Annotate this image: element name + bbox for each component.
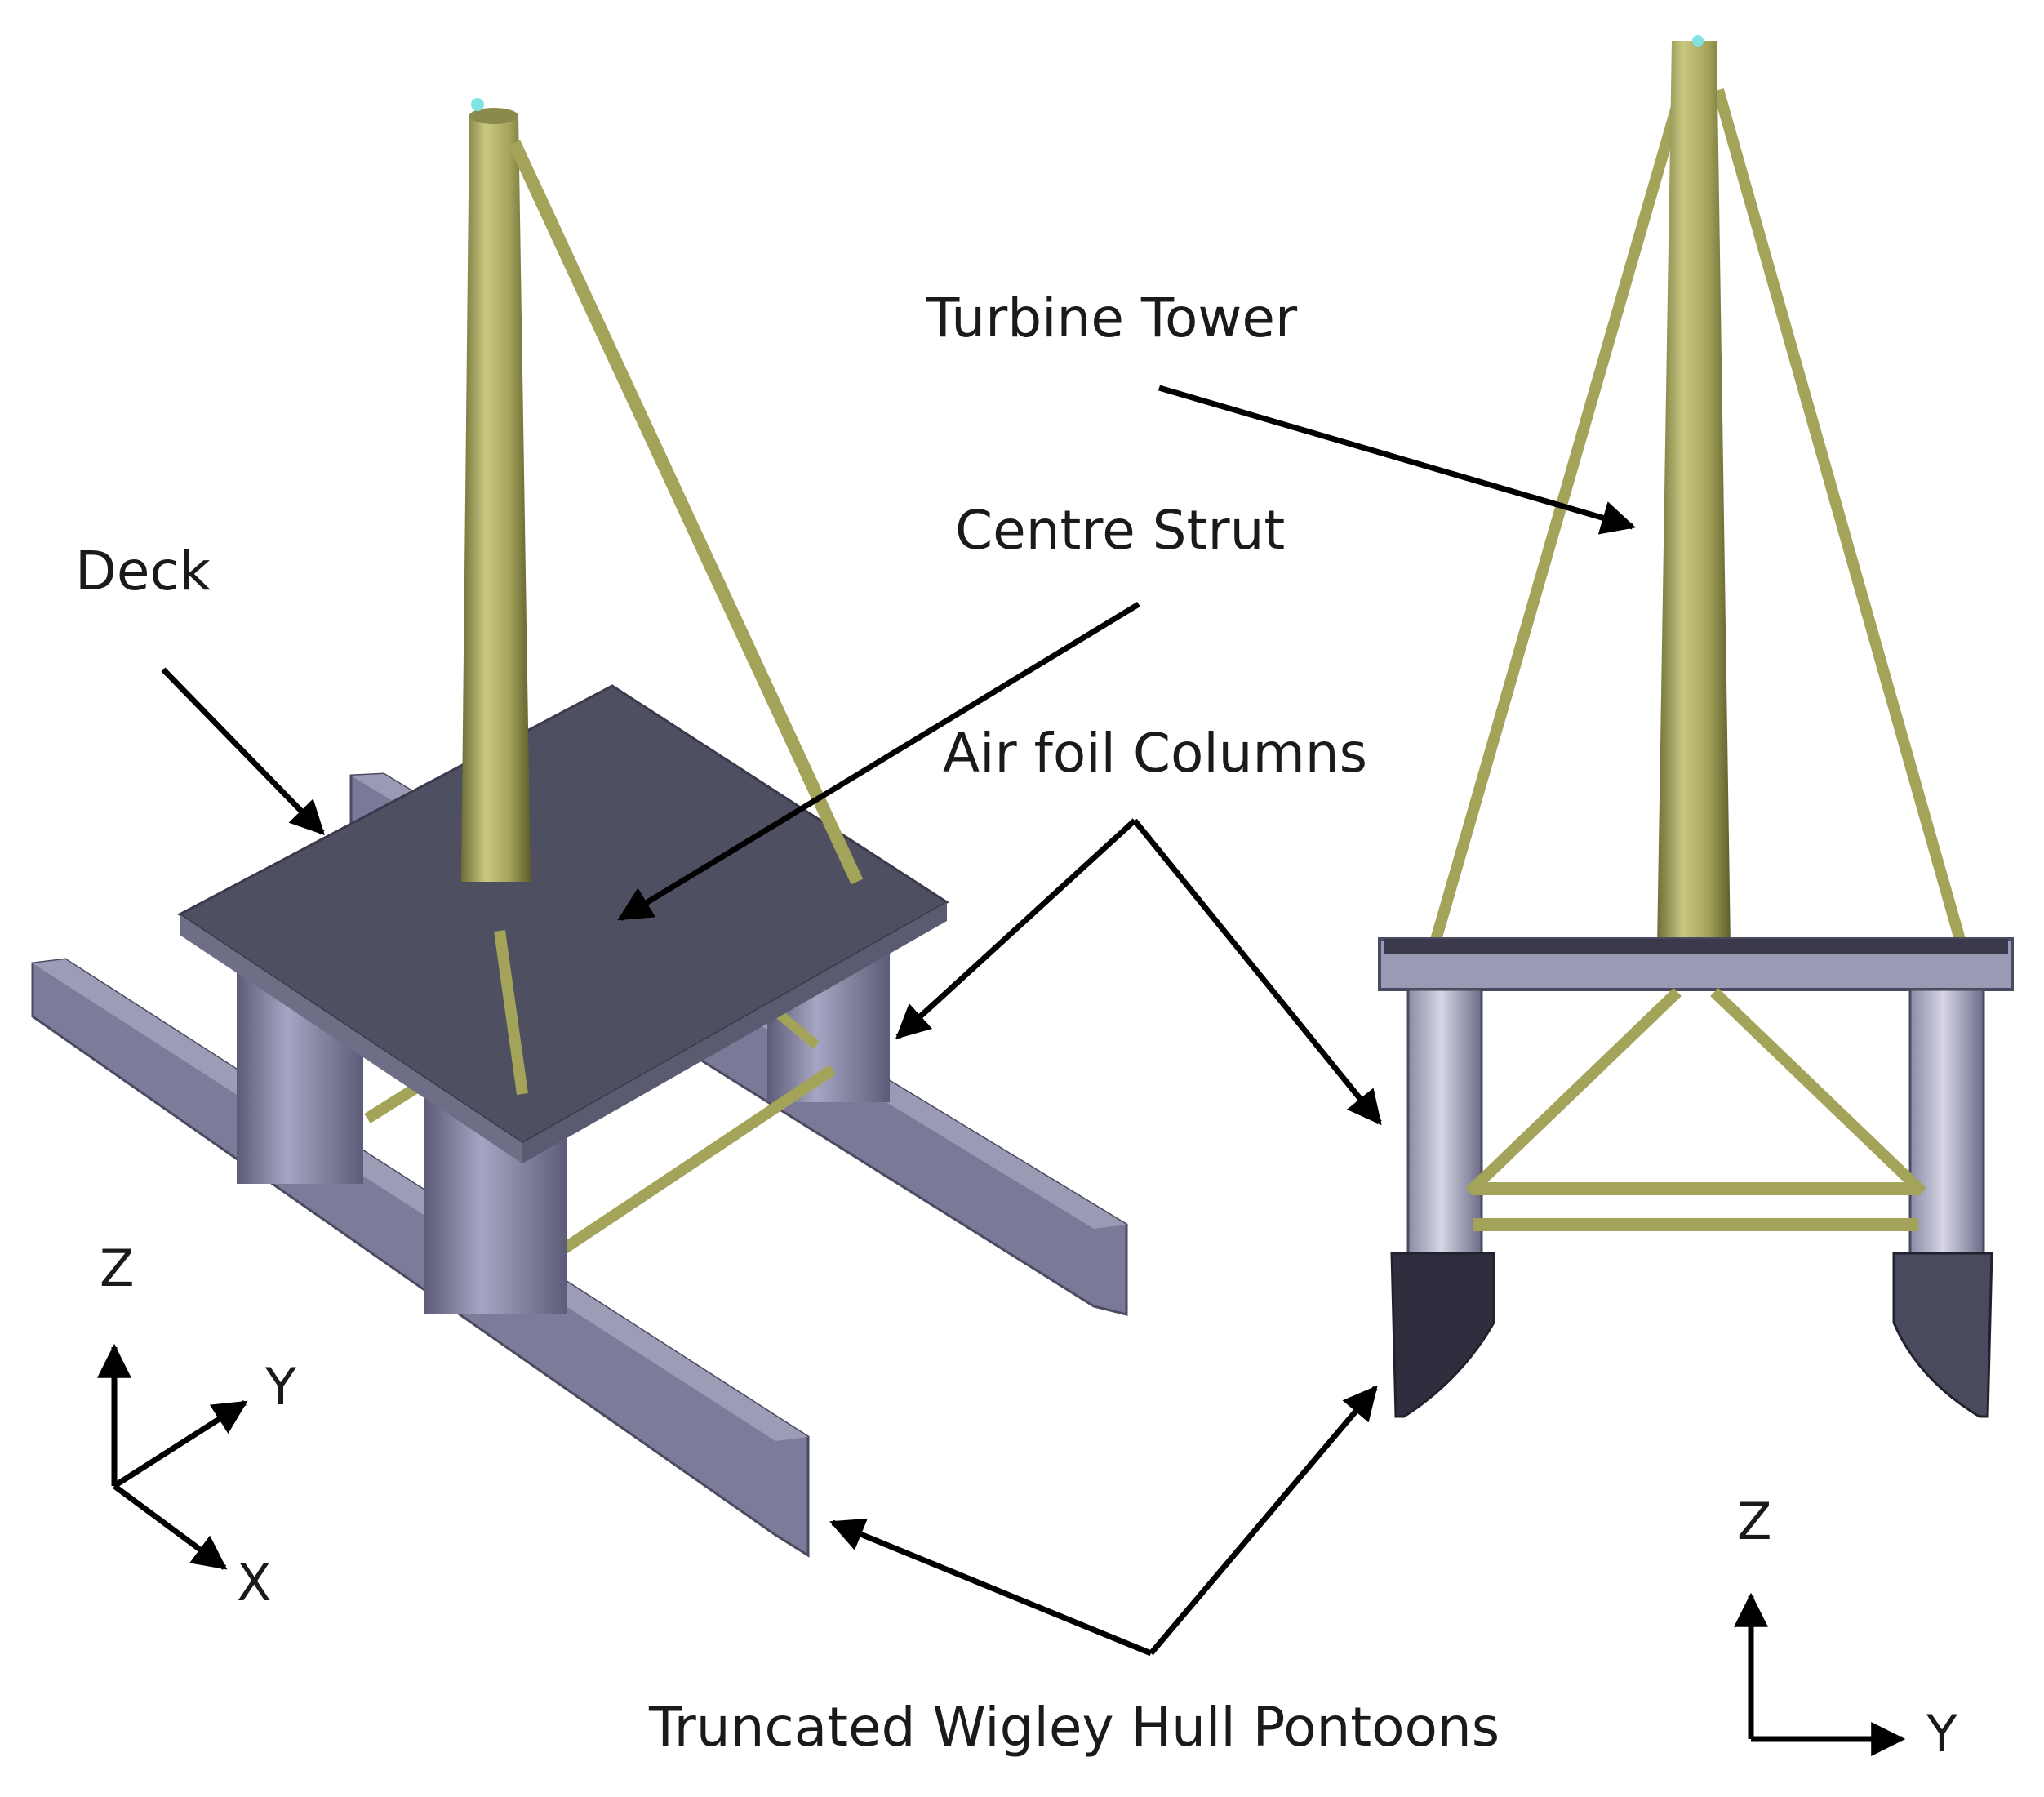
axis-front-y-label: Y bbox=[1926, 1704, 1957, 1764]
brace-front-horizontal-2 bbox=[1473, 1218, 1918, 1231]
label-centre-strut: Centre Strut bbox=[955, 499, 1285, 562]
arrow-turbine-tower bbox=[1158, 385, 1637, 535]
axis-triad-iso bbox=[97, 1343, 248, 1570]
arrow-airfoil-iso bbox=[895, 818, 1137, 1039]
turbine-tower-front bbox=[1657, 41, 1731, 947]
axis-iso-z-label: Z bbox=[100, 1239, 134, 1298]
annotation-arrows bbox=[161, 385, 1637, 1657]
arrow-airfoil-front bbox=[1132, 818, 1382, 1126]
axis-triad-front bbox=[1734, 1592, 1906, 1756]
tower-stay-iso bbox=[508, 140, 864, 885]
deck-iso-edge-right bbox=[522, 902, 947, 1163]
label-pontoons: Truncated Wigley Hull Pontoons bbox=[648, 1696, 1500, 1759]
label-airfoil-columns: Air foil Columns bbox=[943, 722, 1367, 785]
deck-iso-edge bbox=[180, 914, 522, 1163]
pontoon-near-iso-top bbox=[33, 959, 808, 1441]
airfoil-column-front-left bbox=[1406, 988, 1483, 1261]
label-deck: Deck bbox=[75, 540, 211, 603]
tower-tip-iso bbox=[471, 98, 484, 111]
centre-strut-iso bbox=[494, 930, 528, 1095]
airfoil-column-front-right bbox=[1908, 988, 1985, 1261]
pontoon-front-left bbox=[1390, 1252, 1495, 1418]
tower-stay-front-left bbox=[1427, 88, 1687, 953]
axis-iso-x bbox=[112, 1483, 228, 1570]
arrow-pontoon-iso bbox=[829, 1518, 1153, 1657]
brace-front-diag-left bbox=[1465, 987, 1682, 1197]
tower-cap-iso bbox=[469, 108, 518, 124]
arrow-deck bbox=[161, 667, 325, 836]
brace-front-diag-right bbox=[1710, 987, 1926, 1197]
axis-iso-y bbox=[113, 1400, 248, 1488]
deck-front-top bbox=[1384, 939, 2008, 954]
brace-iso-2 bbox=[560, 1065, 836, 1254]
label-turbine-tower: Turbine Tower bbox=[926, 287, 1298, 349]
pontoon-front-right bbox=[1892, 1252, 1993, 1418]
tower-tip-front bbox=[1692, 35, 1704, 47]
iso-view bbox=[31, 98, 1128, 1558]
axis-iso-y-label: Y bbox=[264, 1357, 296, 1417]
brace-front-horizontal-1 bbox=[1473, 1182, 1918, 1195]
arrow-centre-strut bbox=[617, 602, 1140, 921]
turbine-tower-iso bbox=[461, 114, 531, 882]
axis-front-z-label: Z bbox=[1737, 1492, 1771, 1551]
axis-iso-x-label: X bbox=[237, 1553, 271, 1612]
front-view bbox=[1378, 35, 2014, 1418]
tower-stay-front-right bbox=[1713, 88, 1969, 953]
arrow-pontoon-front bbox=[1149, 1385, 1378, 1656]
